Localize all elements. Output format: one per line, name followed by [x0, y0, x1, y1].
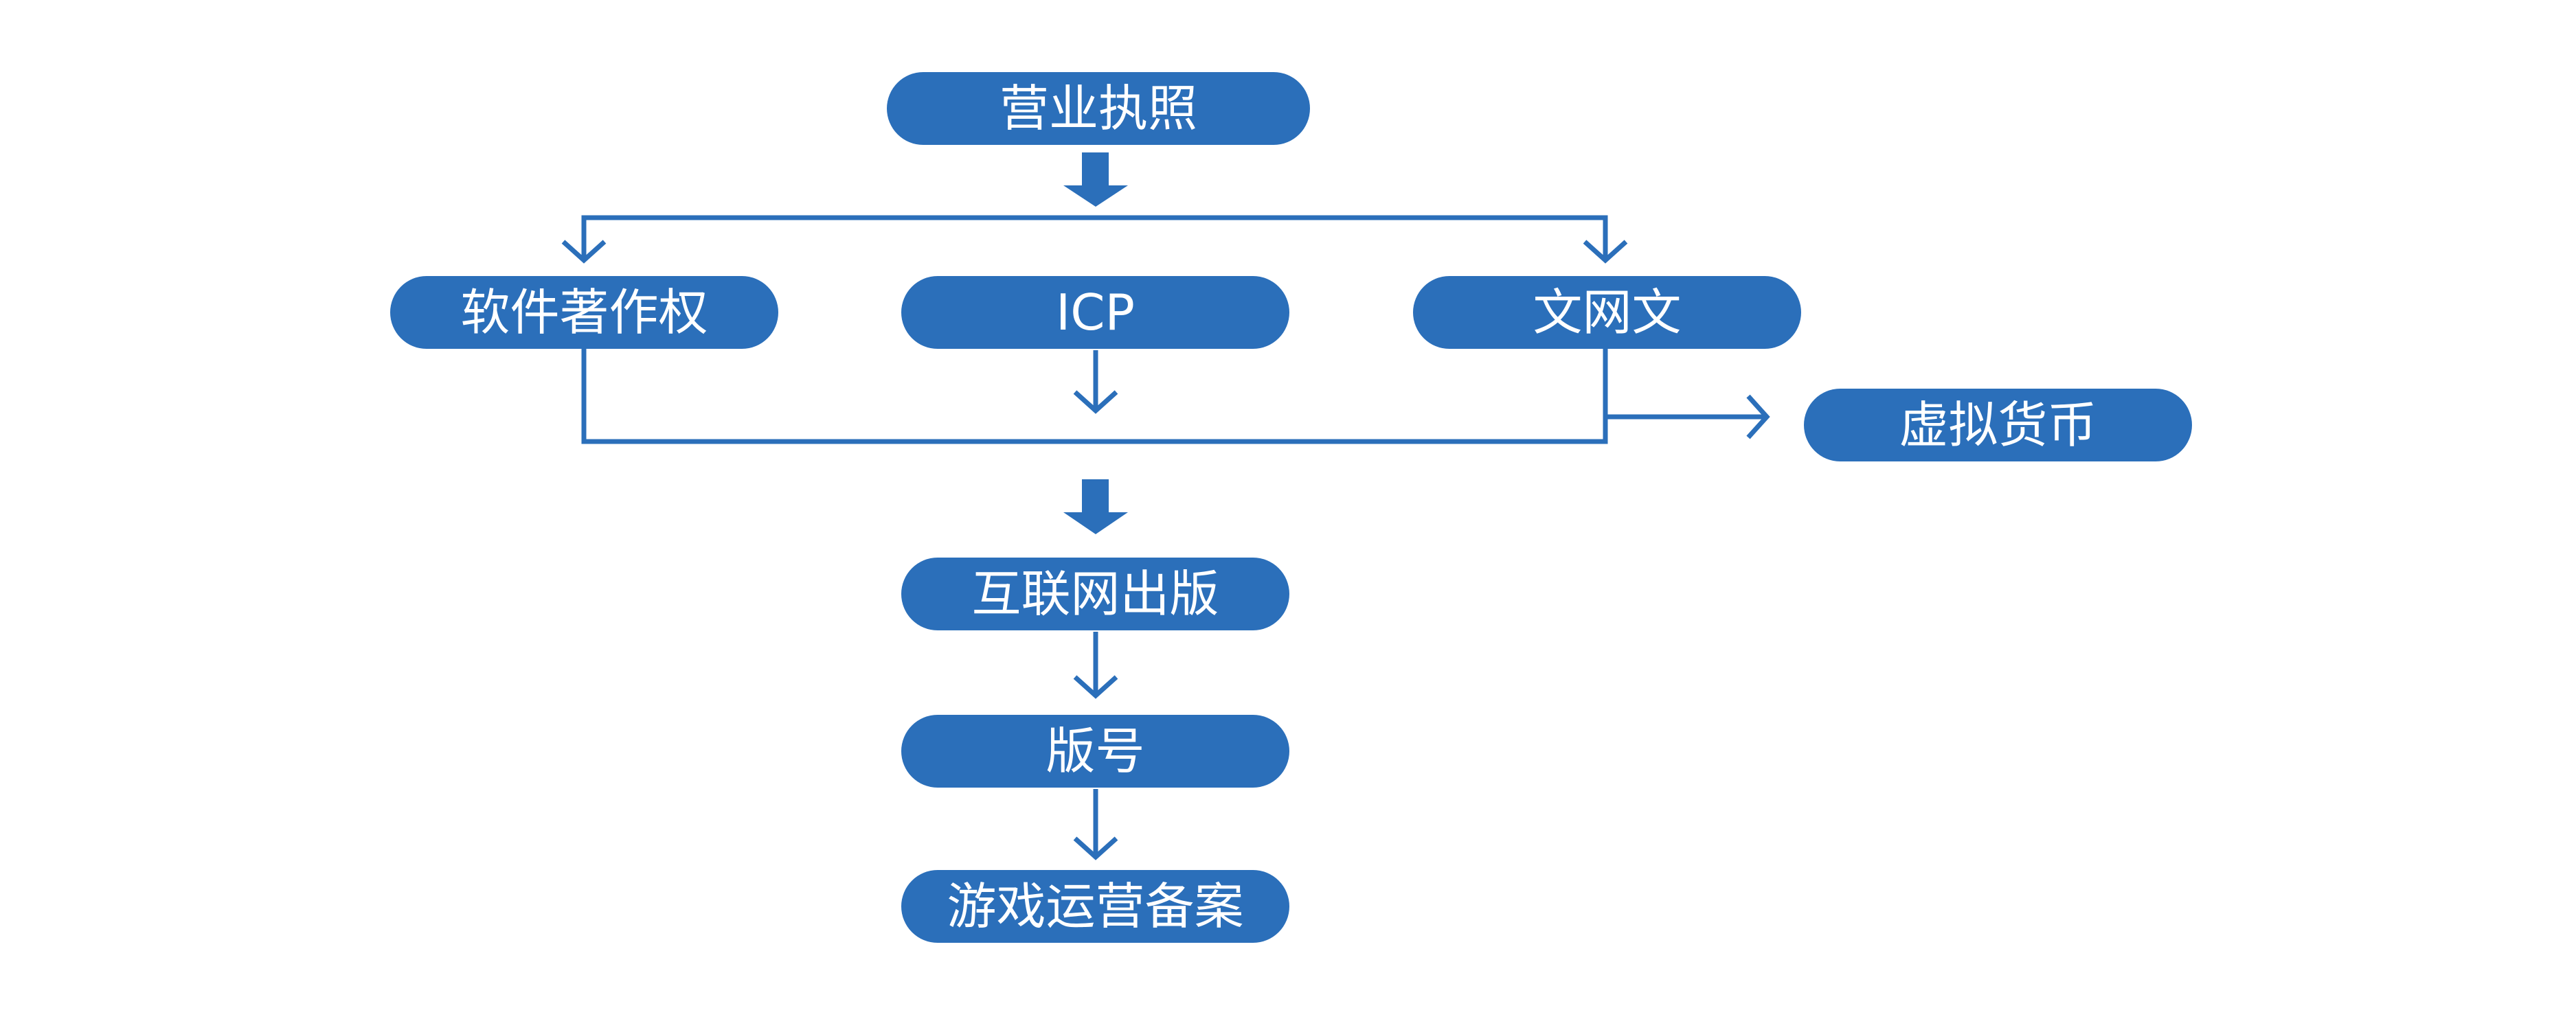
- arrowhead-to-virtual: [1746, 394, 1770, 439]
- node-business-license: 营业执照: [887, 72, 1310, 145]
- node-wenwang: 文网文: [1413, 276, 1801, 349]
- arrowhead-gameno-down: [1073, 836, 1118, 860]
- connector-merge-bar: [581, 349, 1608, 444]
- arrowhead-to-wenwang: [1583, 240, 1628, 264]
- block-arrow-license-down: [1063, 152, 1128, 207]
- arrowhead-icp-down: [1073, 390, 1118, 414]
- node-icp: ICP: [901, 276, 1289, 349]
- node-software-copyright: 软件著作权: [390, 276, 778, 349]
- arrowhead-publishing-down: [1073, 675, 1118, 699]
- node-internet-publishing: 互联网出版: [901, 558, 1289, 630]
- node-virtual-currency: 虚拟货币: [1804, 389, 2192, 461]
- block-arrow-to-publishing: [1063, 479, 1128, 534]
- node-game-license: 版号: [901, 715, 1289, 788]
- arrowhead-to-software: [561, 240, 607, 264]
- connector-top-bar: [581, 215, 1608, 260]
- node-game-operation-record: 游戏运营备案: [901, 870, 1289, 943]
